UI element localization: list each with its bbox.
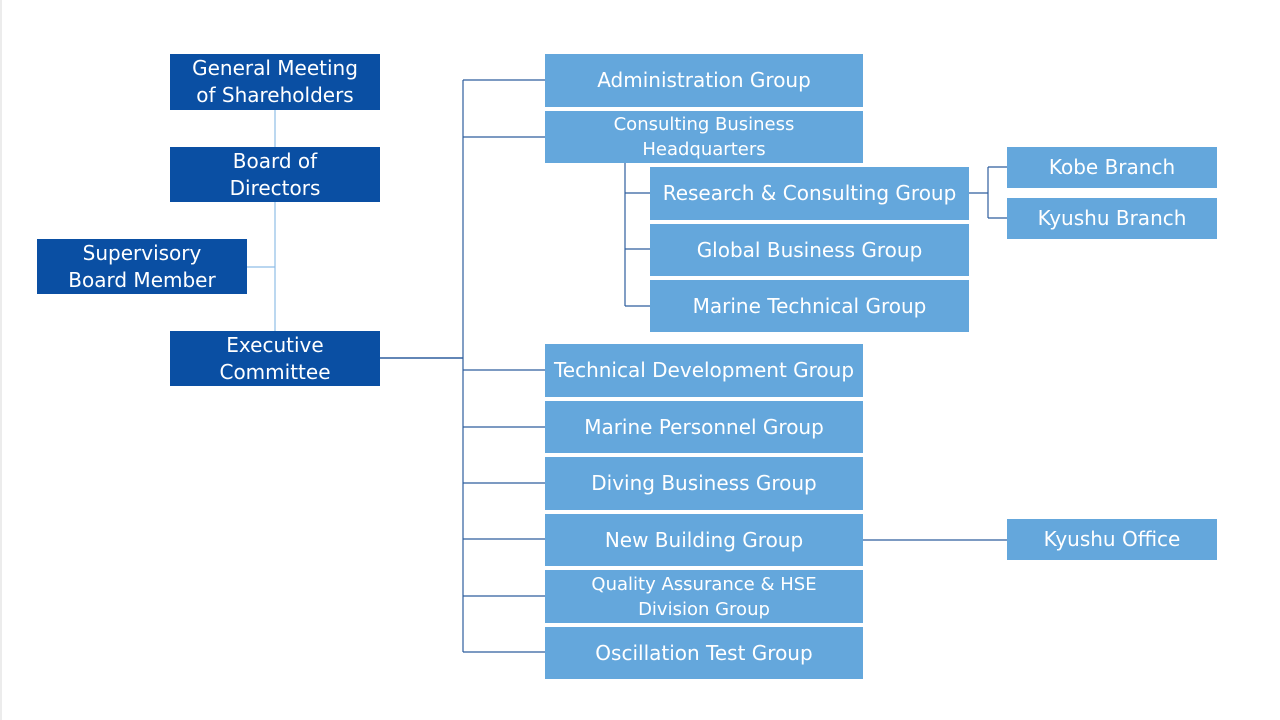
supervisory-board-member-box: Supervisory Board Member [37, 239, 247, 294]
board-of-directors-box: Board of Directors [170, 147, 380, 202]
page-edge [0, 0, 2, 720]
oscillation-test-group-box: Oscillation Test Group [545, 627, 863, 679]
marine-technical-group-box: Marine Technical Group [650, 280, 969, 332]
new-building-group-box: New Building Group [545, 514, 863, 566]
general-meeting-box: General Meeting of Shareholders [170, 54, 380, 110]
research-consulting-group-box: Research & Consulting Group [650, 167, 969, 220]
marine-personnel-group-box: Marine Personnel Group [545, 401, 863, 453]
consulting-business-hq-box: Consulting Business Headquarters [545, 111, 863, 163]
kobe-branch-box: Kobe Branch [1007, 147, 1217, 188]
kyushu-branch-box: Kyushu Branch [1007, 198, 1217, 239]
diving-business-group-box: Diving Business Group [545, 457, 863, 510]
global-business-group-box: Global Business Group [650, 224, 969, 276]
executive-committee-box: Executive Committee [170, 331, 380, 386]
kyushu-office-box: Kyushu Office [1007, 519, 1217, 560]
administration-group-box: Administration Group [545, 54, 863, 107]
technical-development-group-box: Technical Development Group [545, 344, 863, 397]
quality-assurance-hse-group-box: Quality Assurance & HSE Division Group [545, 570, 863, 623]
